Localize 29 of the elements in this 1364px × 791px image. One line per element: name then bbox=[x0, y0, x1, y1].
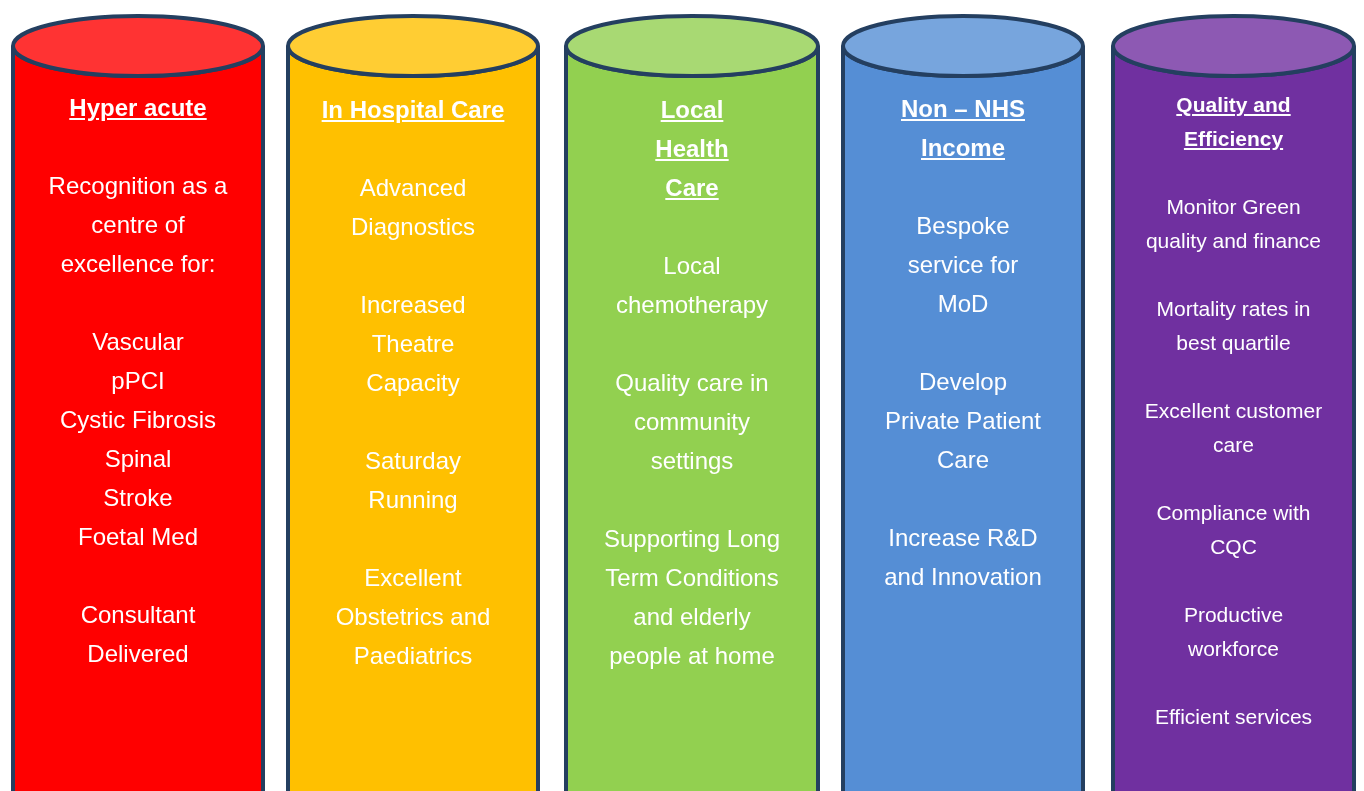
column-item: Local chemotherapy bbox=[614, 251, 770, 320]
column-item: Excellent Obstetrics and Paediatrics bbox=[334, 563, 492, 671]
column-item: Vascular bbox=[91, 327, 185, 357]
column-heading: Hyper acute bbox=[68, 93, 208, 123]
column-item: Increased Theatre Capacity bbox=[359, 290, 467, 398]
column-item: Supporting Long Term Conditions and elderly people at home bbox=[603, 524, 781, 671]
column-heading: In Hospital Care bbox=[320, 95, 506, 125]
column-heading: Quality and Efficiency bbox=[1175, 92, 1292, 152]
column-item: Efficient services bbox=[1153, 704, 1314, 730]
column-item: Excellent customer care bbox=[1144, 398, 1323, 458]
column-heading: Local Health Care bbox=[654, 95, 730, 203]
column-item: Cystic Fibrosis bbox=[59, 405, 217, 435]
column-item: Advanced Diagnostics bbox=[349, 173, 477, 242]
column-item: Increase R&D and Innovation bbox=[883, 523, 1043, 592]
column-item: pPCI bbox=[110, 366, 166, 396]
column-item: Spinal bbox=[103, 444, 173, 474]
column-item: Compliance with CQC bbox=[1155, 500, 1312, 560]
column-item: Consultant Delivered bbox=[79, 600, 197, 669]
column-item: Stroke bbox=[102, 483, 174, 513]
column-item: Bespoke service for MoD bbox=[906, 211, 1020, 319]
column-item: Quality care in community settings bbox=[614, 368, 770, 476]
column-item: Monitor Green quality and finance bbox=[1144, 194, 1323, 254]
column-heading: Non – NHS Income bbox=[900, 94, 1026, 163]
column-item: Recognition as a centre of excellence for: bbox=[48, 171, 228, 279]
column-item: Mortality rates in best quartile bbox=[1155, 296, 1312, 356]
column-item: Productive workforce bbox=[1182, 602, 1285, 662]
column-item: Foetal Med bbox=[76, 522, 200, 552]
column-item: Saturday Running bbox=[363, 446, 463, 515]
column-item: Develop Private Patient Care bbox=[883, 367, 1043, 475]
